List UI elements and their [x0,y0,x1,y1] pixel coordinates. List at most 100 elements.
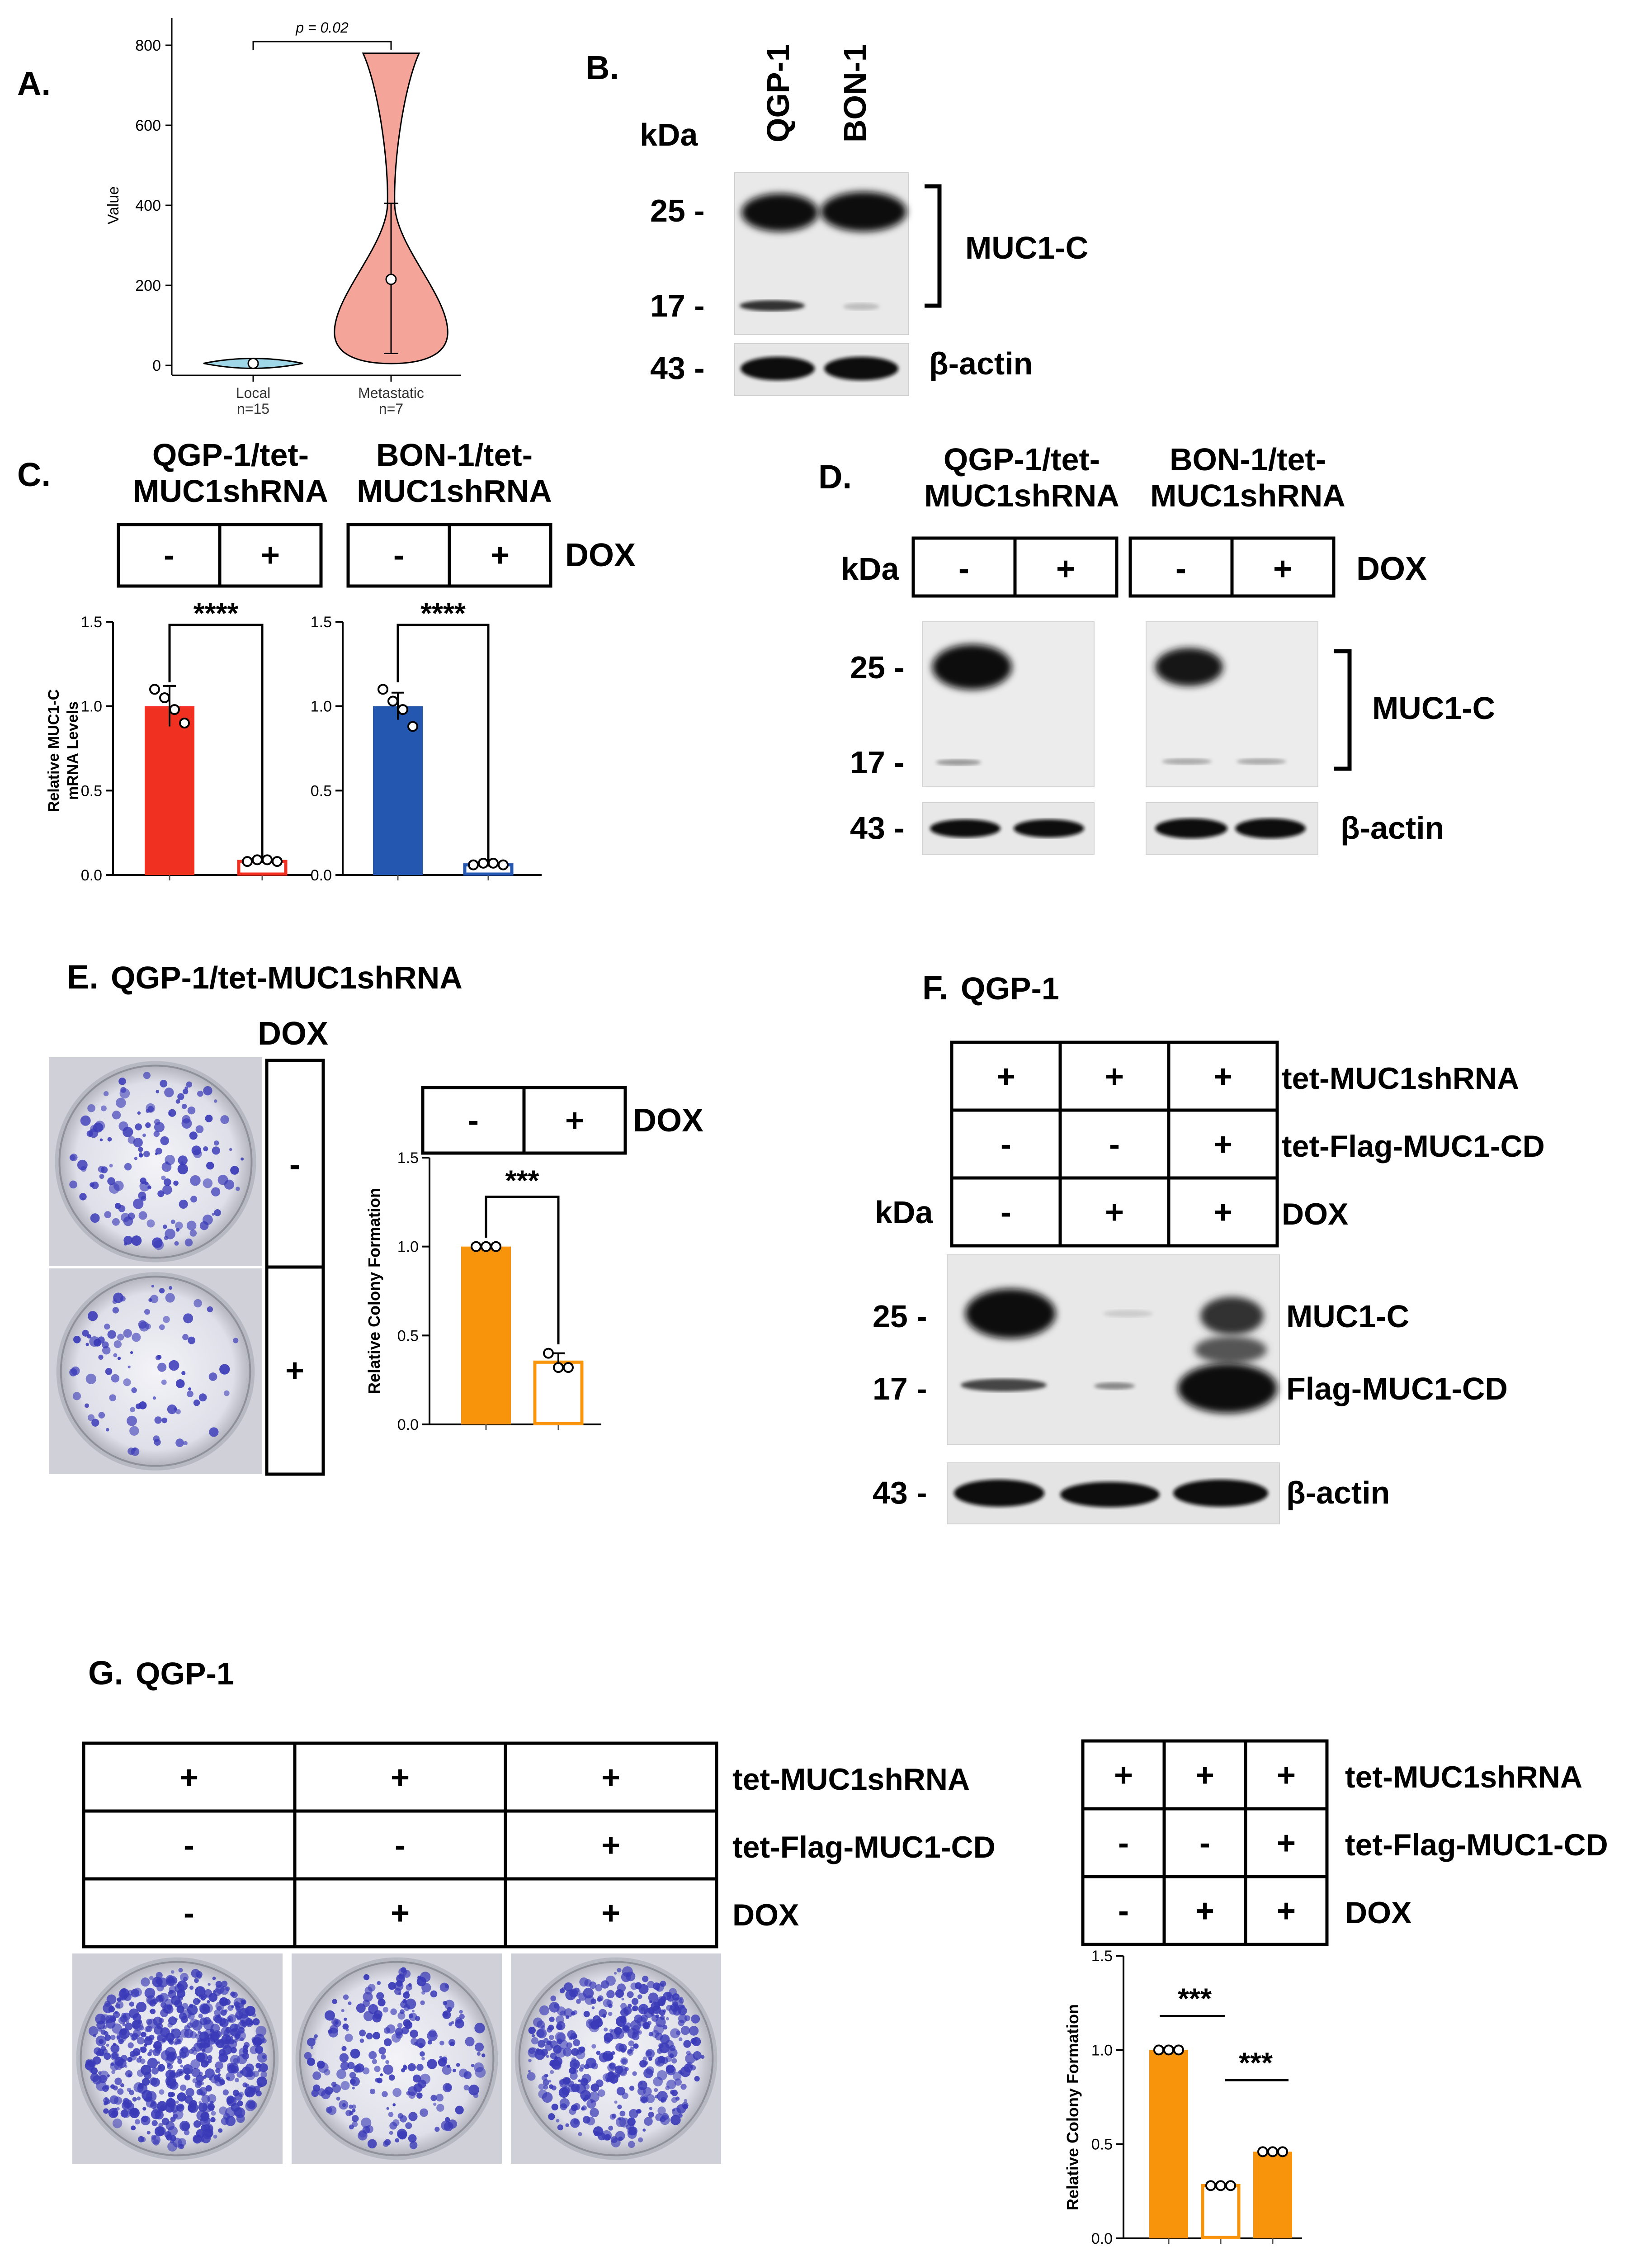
colony [138,1211,147,1220]
colony [177,1093,184,1100]
panel-c-bar-charts: 0.00.51.01.5****0.00.51.01.5**** [81,597,542,884]
panel-g-row-label-3: DOX [732,1898,799,1932]
panel-b-band [741,357,815,380]
colony [571,2057,576,2062]
colony [591,2044,596,2049]
colony [113,1340,122,1348]
colony [104,1211,112,1218]
colony [451,2021,454,2024]
colony [87,1414,95,1421]
colony [481,2053,486,2057]
colony [184,2029,194,2038]
bar-data-point [252,854,263,866]
colony [550,2070,554,2074]
colony [340,2062,349,2071]
colony [99,2075,107,2083]
colony [170,2139,175,2144]
violin-group-n: n=7 [379,401,403,417]
panel-f-cell: + [1105,1059,1124,1095]
panel-f-title: QGP-1 [961,971,1059,1006]
colony [170,1995,181,2005]
colony [617,2065,628,2076]
colony [649,2107,653,2110]
panel-d-band [930,819,1001,837]
colony [167,2142,178,2152]
colony [112,1218,120,1226]
colony [615,1989,624,1998]
colony [552,2061,562,2071]
colony [401,2068,406,2072]
colony [98,2071,102,2075]
panel-e-title: QGP-1/tet-MUC1shRNA [111,960,463,995]
colony [560,2103,567,2110]
colony [88,2026,99,2036]
colony [153,1130,160,1137]
colony [619,2117,629,2128]
colony [179,1200,188,1209]
colony [439,2056,442,2059]
colony [144,1182,148,1185]
colony [164,2035,168,2040]
colony [163,1225,167,1229]
violin-metastatic-median [385,274,397,285]
colony [340,2081,350,2090]
bar-y-tick-label: 1.5 [1091,1948,1113,1965]
colony [114,2077,122,2085]
colony [193,1399,200,1406]
colony [351,2115,359,2122]
colony [350,2048,360,2059]
colony [158,2123,163,2128]
colony [147,2057,158,2069]
colony [366,2033,373,2040]
colony [352,2086,355,2090]
panel-f-band [961,1379,1047,1391]
colony [628,2141,635,2148]
bar-data-point [481,1241,491,1252]
colony [678,2037,683,2042]
colony [459,2068,468,2078]
colony [442,2065,452,2075]
colony [102,1346,111,1355]
colony [569,2108,576,2115]
colony [637,2087,646,2095]
colony [468,2085,479,2095]
panel-c-title-1b: MUC1shRNA [133,473,328,509]
colony [378,2047,386,2055]
colony [349,2111,354,2115]
panel-g-cell: - [1118,1893,1129,1929]
colony [154,1122,165,1133]
colony [138,1401,147,1409]
colony [611,2114,617,2119]
colony [230,2055,241,2065]
colony [137,2069,145,2077]
colony [398,2131,407,2140]
panel-b-band [740,300,805,311]
panel-f-label-muc1c: MUC1-C [1286,1299,1409,1334]
violin-x-tick-label: Metastatic [358,385,424,401]
colony [130,2034,137,2041]
colony [420,2073,431,2084]
colony [151,2067,159,2075]
panel-d-band [936,759,981,766]
colony [401,2027,409,2034]
colony [198,2030,202,2034]
colony [336,2096,340,2101]
colony [307,2057,315,2066]
colony [195,2034,200,2039]
colony [164,1088,174,1097]
colony [604,2027,608,2032]
colony [198,2072,203,2076]
colony [189,1985,194,1990]
colony [161,1175,166,1180]
colony [91,1419,99,1427]
colony [133,1138,143,1148]
colony [191,2068,201,2077]
colony [127,2102,135,2110]
colony [144,1309,150,1315]
colony [85,1343,89,1346]
colony [593,2126,604,2137]
bar-data-point [1277,2146,1288,2157]
bar-data-point [1225,2180,1236,2191]
colony [397,2012,406,2020]
colony [380,2073,383,2076]
